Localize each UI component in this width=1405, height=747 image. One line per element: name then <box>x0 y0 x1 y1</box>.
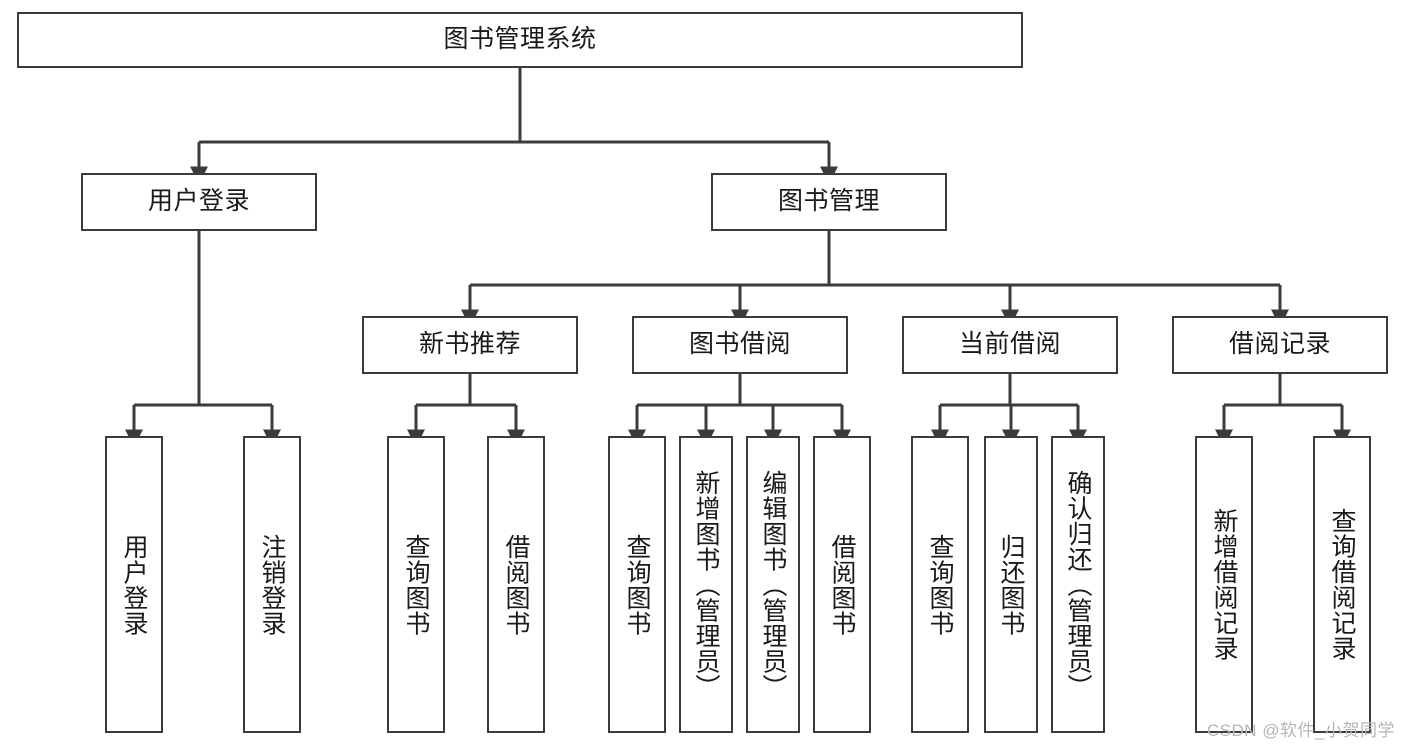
node-label: 编辑图书（管理员） <box>759 469 787 700</box>
node-label: 归还图书 <box>997 533 1025 636</box>
node-leaf-current-return-book[interactable]: 归还图书 <box>984 436 1038 733</box>
node-label: 注销登录 <box>258 533 286 636</box>
node-leaf-borrow-add-book[interactable]: 新增图书（管理员） <box>679 436 733 733</box>
node-leaf-user-login[interactable]: 用户登录 <box>105 436 163 733</box>
node-new-book-rec[interactable]: 新书推荐 <box>362 316 578 374</box>
node-user-login[interactable]: 用户登录 <box>81 173 317 231</box>
node-leaf-current-confirm-return[interactable]: 确认归还（管理员） <box>1051 436 1105 733</box>
node-label: 确认归还（管理员） <box>1064 469 1092 700</box>
node-label: 查询图书 <box>623 533 651 636</box>
node-label: 查询图书 <box>926 533 954 636</box>
node-label: 新增图书（管理员） <box>692 469 720 700</box>
node-book-manage[interactable]: 图书管理 <box>711 173 947 231</box>
node-leaf-borrow-query-book[interactable]: 查询图书 <box>608 436 666 733</box>
node-label: 借阅记录 <box>1228 330 1331 359</box>
node-label: 图书管理系统 <box>443 25 597 54</box>
node-current-borrow[interactable]: 当前借阅 <box>902 316 1118 374</box>
node-label: 用户登录 <box>120 533 148 636</box>
node-label: 借阅图书 <box>502 533 530 636</box>
csdn-watermark: CSDN @软件_小贺同学 <box>1206 721 1395 740</box>
node-leaf-record-add[interactable]: 新增借阅记录 <box>1195 436 1253 733</box>
node-label: 查询借阅记录 <box>1328 508 1356 661</box>
node-leaf-rec-query-book[interactable]: 查询图书 <box>387 436 445 733</box>
node-book-borrow[interactable]: 图书借阅 <box>632 316 848 374</box>
node-label: 借阅图书 <box>828 533 856 636</box>
node-leaf-borrow-edit-book[interactable]: 编辑图书（管理员） <box>746 436 800 733</box>
node-label: 用户登录 <box>147 187 250 216</box>
node-label: 当前借阅 <box>958 330 1061 359</box>
node-label: 新增借阅记录 <box>1210 508 1238 661</box>
node-leaf-user-logout[interactable]: 注销登录 <box>243 436 301 733</box>
node-root[interactable]: 图书管理系统 <box>17 12 1023 68</box>
node-label: 新书推荐 <box>418 330 521 359</box>
node-label: 图书管理 <box>777 187 880 216</box>
node-leaf-record-query[interactable]: 查询借阅记录 <box>1313 436 1371 733</box>
node-leaf-current-query-book[interactable]: 查询图书 <box>911 436 969 733</box>
node-borrow-record[interactable]: 借阅记录 <box>1172 316 1388 374</box>
node-label: 图书借阅 <box>688 330 791 359</box>
node-leaf-borrow-borrow-book[interactable]: 借阅图书 <box>813 436 871 733</box>
node-label: 查询图书 <box>402 533 430 636</box>
node-leaf-rec-borrow-book[interactable]: 借阅图书 <box>487 436 545 733</box>
